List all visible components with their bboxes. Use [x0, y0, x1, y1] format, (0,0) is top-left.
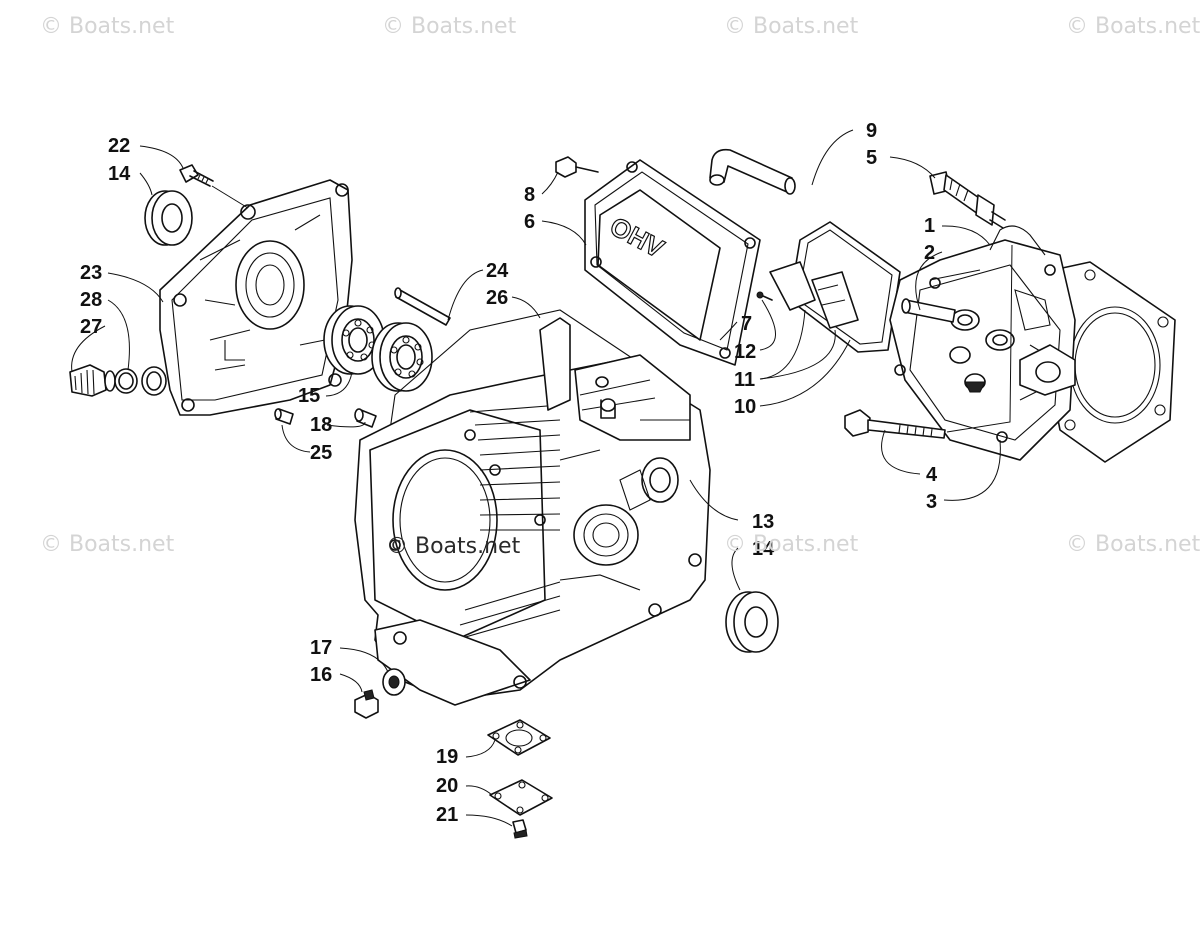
callout-26: 26: [486, 287, 508, 309]
drain-bolt: [354, 689, 379, 719]
callout-23: 23: [80, 262, 102, 284]
callout-14-left: 14: [108, 163, 131, 185]
callout-18: 18: [310, 414, 332, 436]
breather-bolt: [512, 819, 528, 839]
baffle-screw: [756, 291, 773, 301]
callout-8: 8: [524, 184, 535, 206]
callout-19: 19: [436, 746, 458, 768]
breather-baffle: [769, 261, 859, 329]
crankcase-cover: [159, 179, 353, 416]
callout-13: 13: [752, 511, 774, 533]
watermark-top-2: © Boats.net: [382, 14, 517, 39]
cover-seal-ring: [141, 366, 167, 396]
callout-16: 16: [310, 664, 332, 686]
callout-1: 1: [924, 215, 935, 237]
watermark-mid-4: © Boats.net: [1066, 532, 1200, 557]
dowel-pin-24: [394, 287, 451, 326]
o-ring: [114, 368, 138, 394]
watermark-top-4: © Boats.net: [1066, 14, 1200, 39]
callout-14-right: 14: [752, 538, 775, 560]
breather-tube: [709, 148, 796, 195]
callout-20: 20: [436, 775, 458, 797]
spark-plug: [929, 171, 1006, 229]
valve-cover: OHV: [584, 159, 761, 366]
callout-3: 3: [926, 491, 937, 513]
callout-15: 15: [298, 385, 320, 407]
crankcase-block: [354, 309, 711, 706]
cover-bolt-8: [555, 156, 599, 178]
oil-seal-right: [725, 591, 779, 653]
dowel-pin-18: [354, 408, 377, 428]
head-stud: [901, 298, 956, 323]
callout-2: 2: [924, 242, 935, 264]
watermark-center: © Boats.net: [386, 534, 521, 559]
watermark-top-1: © Boats.net: [40, 14, 175, 39]
cover-bolt: [179, 164, 249, 209]
breather-gasket: [487, 719, 551, 756]
callout-28: 28: [80, 289, 102, 311]
oil-seal-left: [144, 190, 193, 246]
oil-fill-plug: [69, 364, 116, 397]
dowel-pin-25: [274, 408, 294, 425]
ball-bearing-2: [371, 322, 433, 392]
callout-10: 10: [734, 396, 756, 418]
leader-lines: [71, 129, 1013, 827]
callout-12: 12: [734, 341, 756, 363]
watermark-mid-3: © Boats.net: [724, 532, 859, 557]
callout-9: 9: [866, 120, 877, 142]
watermark-mid-1: © Boats.net: [40, 532, 175, 557]
cylinder-head: [889, 225, 1176, 463]
callout-4: 4: [926, 464, 938, 486]
callout-24: 24: [486, 260, 509, 282]
callout-6: 6: [524, 211, 535, 233]
watermark-top-3: © Boats.net: [724, 14, 859, 39]
ball-bearing-1: [323, 305, 385, 375]
callout-27: 27: [80, 316, 102, 338]
callout-5: 5: [866, 147, 877, 169]
callout-25: 25: [310, 442, 332, 464]
callout-numbers: 22 14 23 28 27 15 18 25 24 26 17 16 19 2…: [80, 120, 938, 826]
breather-plate: [489, 779, 553, 816]
callout-11: 11: [734, 369, 755, 391]
head-bolt: [844, 409, 946, 439]
callout-22: 22: [108, 135, 130, 157]
callout-21: 21: [436, 804, 458, 826]
callout-17: 17: [310, 637, 332, 659]
callout-7: 7: [741, 313, 752, 335]
drain-washer: [382, 668, 406, 696]
